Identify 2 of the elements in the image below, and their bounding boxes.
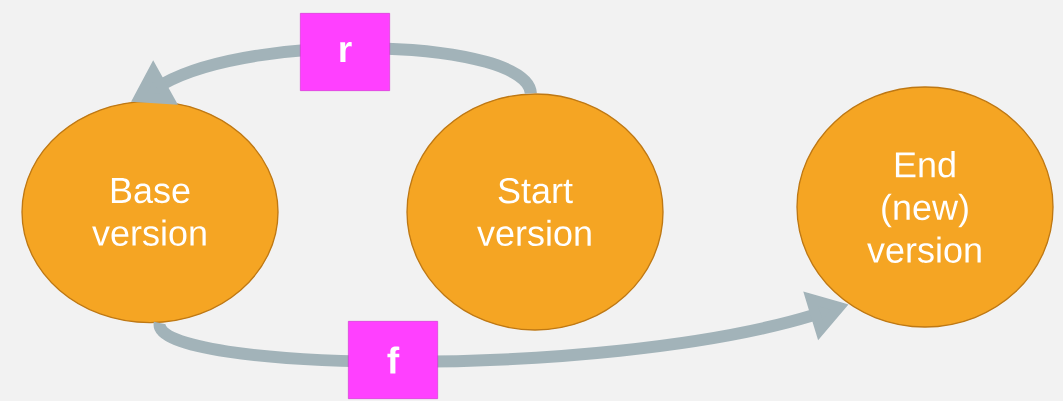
edge-label: r bbox=[300, 13, 390, 91]
edge-label: f bbox=[348, 321, 438, 399]
